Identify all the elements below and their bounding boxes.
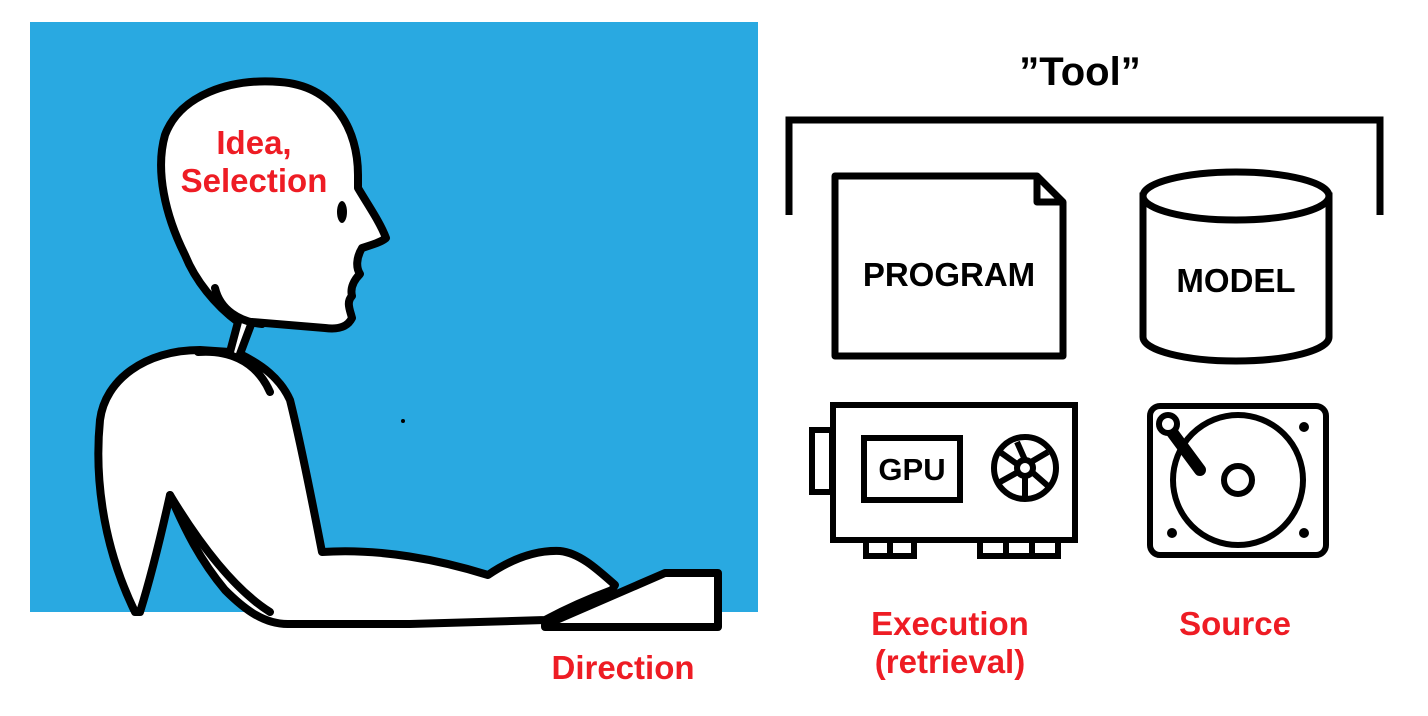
execution-label: Execution (retrieval) (871, 605, 1029, 680)
program-label: PROGRAM (862, 256, 1036, 293)
gpu-label: GPU (878, 452, 946, 487)
tool-title: ”Tool” (1019, 50, 1141, 94)
person-body (94, 77, 619, 629)
database-icon (1139, 168, 1333, 365)
person-arm (166, 491, 274, 616)
model-label: MODEL (1176, 262, 1296, 299)
panel-dot (401, 419, 405, 423)
person-shoulder (194, 347, 274, 396)
head-label: Idea, Selection (180, 124, 328, 199)
document-icon (831, 172, 1067, 360)
hand-label: Direction (551, 649, 695, 686)
source-label: Source (1179, 605, 1291, 642)
person-jaw (211, 284, 266, 328)
person-eye (337, 201, 347, 223)
gpu-card-icon (809, 402, 1078, 559)
keyboard-pad (541, 569, 722, 631)
hard-drive-icon (1147, 403, 1329, 558)
tool-bracket (785, 116, 1384, 215)
person-silhouette (94, 77, 619, 629)
